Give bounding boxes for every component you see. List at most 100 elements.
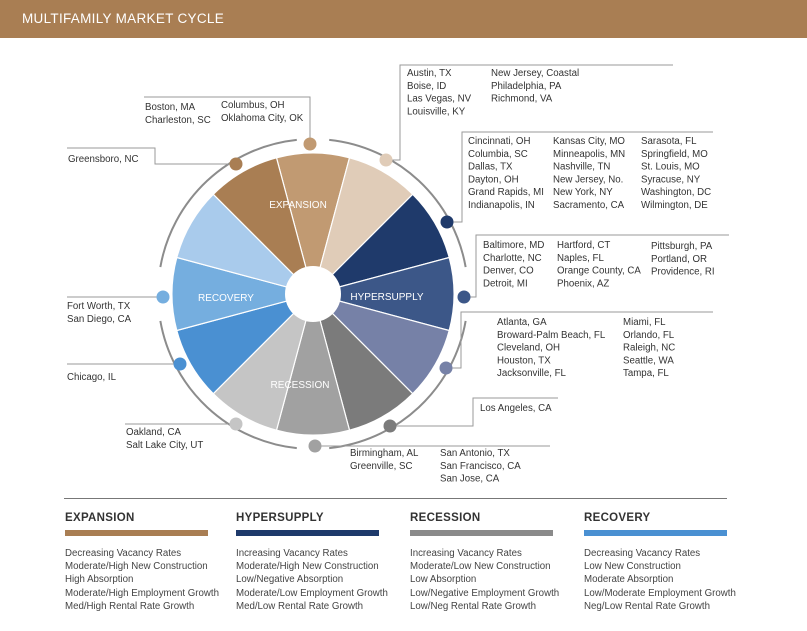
market-city: Minneapolis, MN	[553, 149, 625, 160]
legend-title: EXPANSION	[65, 512, 135, 524]
market-city: Cleveland, OH	[497, 343, 560, 354]
market-city: Louisville, KY	[407, 106, 466, 117]
market-city: Dayton, OH	[468, 174, 519, 185]
legend-recovery: RECOVERY Decreasing Vacancy Rates Low Ne…	[584, 512, 774, 613]
market-marker-recession	[308, 439, 322, 453]
market-city: Columbus, OH	[221, 100, 285, 111]
market-city: Orange County, CA	[557, 266, 641, 277]
market-city: St. Louis, MO	[641, 162, 700, 173]
market-marker-recovery	[156, 290, 170, 304]
market-city: Wilmington, DE	[641, 200, 708, 211]
legend-item: Moderate/High New Construction	[65, 561, 208, 573]
legend-title: RECESSION	[410, 512, 481, 524]
connector-line-expansion	[67, 147, 236, 165]
connector-line-expansion	[144, 96, 311, 144]
market-city: New York, NY	[553, 187, 613, 198]
legend-item: Low/Moderate Employment Growth	[584, 587, 736, 599]
market-city: Philadelphia, PA	[491, 81, 562, 92]
market-city: Chicago, IL	[67, 372, 117, 383]
market-marker-recession	[383, 419, 397, 433]
market-marker-recession	[229, 417, 243, 431]
market-city: Hartford, CT	[557, 240, 610, 251]
legend-item: Med/Low Rental Rate Growth	[236, 600, 364, 612]
legend-item: Moderate/High Employment Growth	[65, 587, 219, 599]
market-city: Los Angeles, CA	[480, 403, 552, 414]
market-city: Charlotte, NC	[483, 253, 542, 264]
market-marker-recovery	[173, 357, 187, 371]
wheel-label-recession: RECESSION	[271, 380, 330, 391]
market-city: Dallas, TX	[468, 162, 513, 173]
connector-line-hypersupply	[447, 131, 713, 223]
market-city: Providence, RI	[651, 267, 715, 278]
legend-item: High Absorption	[65, 574, 134, 586]
wheel-center	[285, 266, 341, 322]
legend-color-bar	[65, 530, 208, 536]
legend-item: Low Absorption	[410, 574, 477, 586]
legend-item: Low/Negative Employment Growth	[410, 587, 560, 599]
market-marker-expansion	[229, 157, 243, 171]
market-city: Raleigh, NC	[623, 343, 675, 354]
market-city: Baltimore, MD	[483, 240, 544, 251]
market-city: Richmond, VA	[491, 94, 553, 105]
market-city: Columbia, SC	[468, 149, 528, 160]
market-city: Kansas City, MO	[553, 136, 625, 147]
connector-line-recession	[390, 397, 558, 427]
market-city: Phoenix, AZ	[557, 278, 609, 289]
legend-color-bar	[410, 530, 553, 536]
market-city: Broward-Palm Beach, FL	[497, 330, 606, 341]
market-city: Sarasota, FL	[641, 136, 697, 147]
legend-divider	[64, 498, 727, 499]
market-city: Seattle, WA	[623, 355, 674, 366]
connector-line-hypersupply	[446, 311, 713, 369]
market-marker-hypersupply	[457, 290, 471, 304]
legend-item: Moderate/High New Construction	[236, 561, 379, 573]
legend-item: Med/High Rental Rate Growth	[65, 600, 195, 612]
legend-item: Low/Negative Absorption	[236, 574, 344, 586]
market-city: Atlanta, GA	[497, 317, 547, 328]
market-city: Portland, OR	[651, 254, 707, 265]
market-city: Washington, DC	[641, 187, 711, 198]
market-city: Nashville, TN	[553, 162, 610, 173]
legend-item: Moderate/Low New Construction	[410, 561, 551, 573]
legend-item: Decreasing Vacancy Rates	[584, 548, 701, 559]
market-marker-expansion	[379, 153, 393, 167]
market-city: Boston, MA	[145, 102, 196, 113]
outer-ring-arc	[329, 320, 467, 450]
outer-ring-arc	[159, 320, 297, 450]
market-marker-expansion	[303, 137, 317, 151]
market-city: Denver, CO	[483, 266, 534, 277]
market-city: Tampa, FL	[623, 368, 669, 379]
legend-item: Moderate Absorption	[584, 574, 674, 586]
market-city: Salt Lake City, UT	[126, 440, 203, 451]
market-city: Springfield, MO	[641, 149, 708, 160]
cycle-wedge	[212, 157, 315, 297]
legend-title: HYPERSUPPLY	[236, 512, 324, 524]
market-city: Pittsburgh, PA	[651, 241, 713, 252]
market-city: Greenville, SC	[350, 461, 412, 472]
market-city: San Francisco, CA	[440, 461, 521, 472]
outer-ring-arc	[329, 138, 467, 268]
outer-ring-arc	[159, 138, 297, 268]
market-connectors	[67, 64, 729, 453]
cycle-wheel	[159, 138, 467, 450]
wheel-label-expansion: EXPANSION	[269, 200, 327, 211]
legend-hypersupply: HYPERSUPPLY Increasing Vacancy Rates Mod…	[236, 512, 426, 613]
market-city: Greensboro, NC	[68, 154, 139, 165]
market-city: Boise, ID	[407, 81, 446, 92]
page-title: MULTIFAMILY MARKET CYCLE	[22, 11, 224, 26]
legend-item: Increasing Vacancy Rates	[236, 548, 348, 559]
market-city: Birmingham, AL	[350, 448, 419, 459]
market-city: Miami, FL	[623, 317, 666, 328]
market-city: Oklahoma City, OK	[221, 113, 304, 124]
legend-item: Low New Construction	[584, 561, 681, 573]
market-city: New Jersey, Coastal	[491, 68, 579, 79]
legend-item: Increasing Vacancy Rates	[410, 548, 522, 559]
market-city: Detroit, MI	[483, 278, 528, 289]
legend-title: RECOVERY	[584, 512, 651, 524]
legend-item: Low/Neg Rental Rate Growth	[410, 600, 536, 612]
market-city: Oakland, CA	[126, 427, 181, 438]
market-city: Indianapolis, IN	[468, 200, 535, 211]
